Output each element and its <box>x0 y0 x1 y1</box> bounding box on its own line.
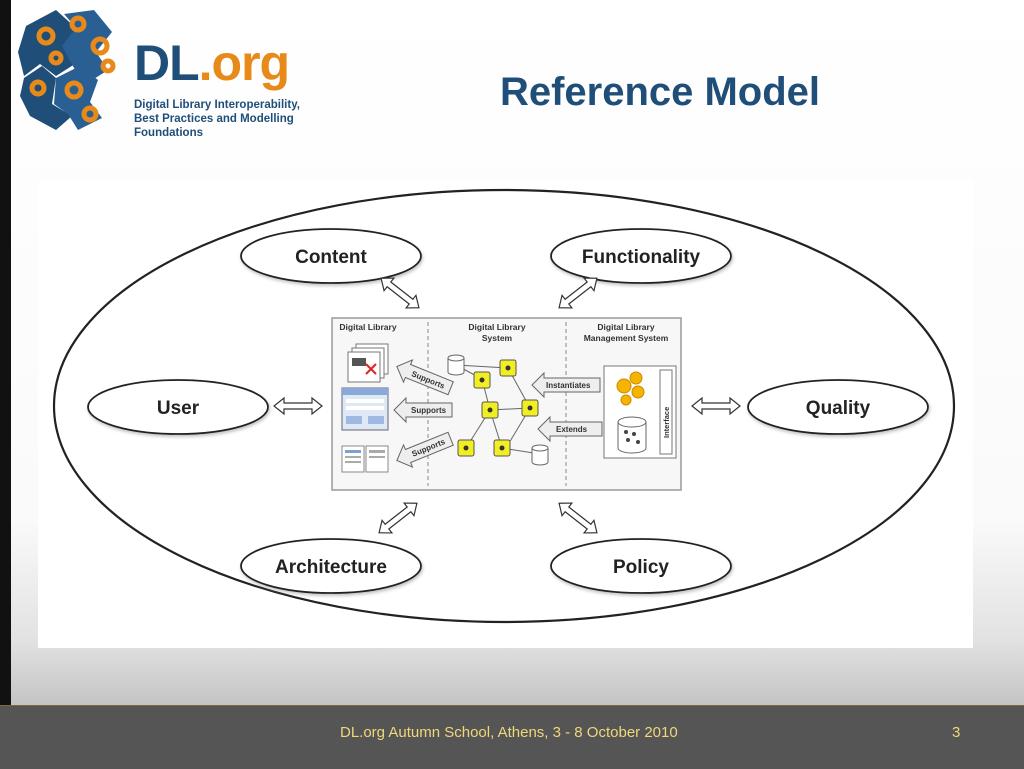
instantiates-label: Instantiates <box>546 381 591 390</box>
panel-dls-label-2: System <box>482 333 513 343</box>
supports-label-2: Supports <box>411 406 447 415</box>
logo-tagline-line2: Best Practices and Modelling Foundations <box>134 113 294 139</box>
domain-quality-label: Quality <box>806 398 871 419</box>
instantiates-arrow: Instantiates <box>531 371 601 399</box>
connector-arrows <box>273 277 741 534</box>
slide-title: Reference Model <box>499 70 821 114</box>
panel-dl-label: Digital Library <box>339 322 396 332</box>
domain-functionality-label: Functionality <box>582 247 701 268</box>
arrow-user <box>273 396 323 416</box>
database-icon-top <box>447 354 465 376</box>
interface-label: Interface <box>662 407 671 438</box>
domain-policy: Policy <box>550 538 732 594</box>
dlms-system-box: Interface <box>603 365 677 459</box>
panel-dlms-label-2: Management System <box>584 333 669 343</box>
domain-architecture: Architecture <box>240 538 422 594</box>
reference-model-diagram: Content Functionality User Quality Archi… <box>38 180 973 648</box>
logo-tagline-line1: Digital Library Interoperability, <box>134 99 300 111</box>
report-forms-icon <box>341 445 389 473</box>
domain-architecture-label: Architecture <box>275 557 387 578</box>
slide-footer: DL.org Autumn School, Athens, 3 - 8 Octo… <box>0 705 1024 769</box>
database-icon-dlms <box>617 416 647 454</box>
domain-functionality: Functionality <box>550 228 732 284</box>
diagram-canvas: Content Functionality User Quality Archi… <box>52 188 956 624</box>
domain-user-label: User <box>157 398 200 419</box>
supports-arrow-middle: Supports <box>393 396 453 424</box>
page-number: 3 <box>952 724 961 741</box>
component-gear-dots <box>463 365 533 451</box>
gears-icon <box>616 371 645 406</box>
arrow-policy <box>558 502 598 534</box>
domain-content-label: Content <box>295 247 367 268</box>
logo-name-dl: DL <box>134 35 200 91</box>
panel-dlms-label-1: Digital Library <box>597 322 654 332</box>
domain-quality: Quality <box>747 379 929 435</box>
arrow-architecture <box>378 502 418 534</box>
domain-policy-label: Policy <box>613 557 669 578</box>
extends-label: Extends <box>556 425 588 434</box>
logo-name-org: .org <box>198 35 290 91</box>
left-bar <box>0 0 11 705</box>
domain-content: Content <box>240 228 422 284</box>
logo-wordmark: DL.org <box>134 34 290 92</box>
arrow-functionality <box>558 277 598 309</box>
database-icon-bottom <box>531 444 549 466</box>
extends-arrow: Extends <box>537 415 603 443</box>
document-stack-icon <box>347 343 389 383</box>
arrow-content <box>380 277 420 309</box>
component-network-links <box>455 364 541 455</box>
outer-ellipse <box>52 188 956 624</box>
logo-tagline: Digital Library Interoperability, Best P… <box>134 98 336 140</box>
puzzle-logo-icon <box>18 10 116 130</box>
dl-org-logo: DL.org Digital Library Interoperability,… <box>16 6 336 139</box>
arrow-quality <box>691 396 741 416</box>
domain-user: User <box>87 379 269 435</box>
panel-dls-label-1: Digital Library <box>468 322 525 332</box>
user-interface-window-icon <box>341 387 389 431</box>
central-model-panel: Digital Library Digital Library System D… <box>331 317 682 491</box>
footer-caption: DL.org Autumn School, Athens, 3 - 8 Octo… <box>340 724 678 741</box>
